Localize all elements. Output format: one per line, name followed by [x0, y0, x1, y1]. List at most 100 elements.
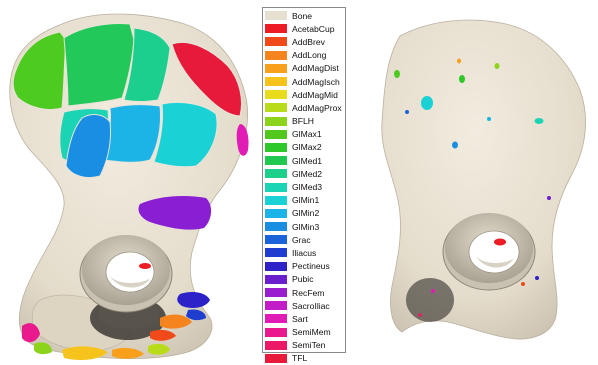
- legend-item: GlMed3: [265, 180, 343, 193]
- legend-swatch: [265, 143, 287, 152]
- legend-item: AddBrev: [265, 35, 343, 48]
- legend-label: TFL: [292, 353, 307, 363]
- legend-label: Sart: [292, 314, 308, 324]
- legend-swatch: [265, 37, 287, 46]
- legend-item: BFLH: [265, 115, 343, 128]
- legend-swatch: [265, 117, 287, 126]
- legend-swatch: [265, 328, 287, 337]
- legend-item: GlMed2: [265, 167, 343, 180]
- legend-label: Bone: [292, 11, 312, 21]
- legend-item: GlMin2: [265, 207, 343, 220]
- legend-item: AddMagIsch: [265, 75, 343, 88]
- legend-swatch: [265, 275, 287, 284]
- legend-swatch: [265, 183, 287, 192]
- legend-swatch: [265, 314, 287, 323]
- legend-swatch: [265, 354, 287, 363]
- legend-label: Pubic: [292, 274, 314, 284]
- legend-item: Grac: [265, 233, 343, 246]
- legend-item: SemiTen: [265, 339, 343, 352]
- spot-addmagdist: [457, 59, 461, 64]
- legend-swatch: [265, 77, 287, 86]
- left-acetabular-cup: [80, 235, 172, 312]
- left-pelvis-view: [10, 14, 249, 360]
- legend-item: AcetabCup: [265, 22, 343, 35]
- legend-swatch: [265, 51, 287, 60]
- legend-label: GlMin1: [292, 195, 319, 205]
- legend-item: Pectineus: [265, 260, 343, 273]
- patch-pectineus: [177, 292, 210, 308]
- legend-label: RecFem: [292, 288, 324, 298]
- legend-label: AddBrev: [292, 37, 325, 47]
- right-acetabular-cup: [443, 213, 535, 290]
- legend-swatch: [265, 301, 287, 310]
- legend-item: GlMax2: [265, 141, 343, 154]
- legend-label: BFLH: [292, 116, 314, 126]
- legend-swatch: [265, 169, 287, 178]
- legend-item: AddLong: [265, 49, 343, 62]
- legend-item: Iliacus: [265, 246, 343, 259]
- right-obturator-foramen: [406, 278, 454, 322]
- patch-glmin2: [104, 105, 161, 163]
- legend-item: SacroIliac: [265, 299, 343, 312]
- legend-swatch: [265, 248, 287, 257]
- spot-glmin1: [421, 96, 433, 110]
- legend-item: AddMagDist: [265, 62, 343, 75]
- muscle-legend: BoneAcetabCupAddBrevAddLongAddMagDistAdd…: [262, 7, 346, 353]
- legend-item: TFL: [265, 352, 343, 365]
- legend-label: GlMax1: [292, 129, 322, 139]
- legend-swatch: [265, 130, 287, 139]
- legend-item: Pubic: [265, 273, 343, 286]
- legend-label: GlMin3: [292, 222, 319, 232]
- legend-label: SacroIliac: [292, 301, 330, 311]
- legend-label: GlMed3: [292, 182, 322, 192]
- spot-pubic: [547, 196, 551, 200]
- legend-swatch: [265, 235, 287, 244]
- legend-label: GlMed2: [292, 169, 322, 179]
- spot-glmax1: [394, 70, 400, 78]
- legend-item: GlMin1: [265, 194, 343, 207]
- legend-item: GlMax1: [265, 128, 343, 141]
- legend-swatch: [265, 262, 287, 271]
- legend-swatch: [265, 341, 287, 350]
- legend-item: SemiMem: [265, 326, 343, 339]
- legend-label: SemiTen: [292, 340, 325, 350]
- patch-glmed1: [64, 24, 134, 106]
- spot-semiten: [418, 313, 422, 317]
- spot-bflh: [495, 63, 500, 69]
- legend-swatch: [265, 288, 287, 297]
- legend-label: AddMagProx: [292, 103, 342, 113]
- legend-item: GlMed1: [265, 154, 343, 167]
- spot-pectineus: [535, 276, 539, 280]
- spot-grac: [405, 110, 409, 114]
- legend-item: GlMin3: [265, 220, 343, 233]
- legend-label: AddMagDist: [292, 63, 339, 73]
- legend-item: Bone: [265, 9, 343, 22]
- legend-item: RecFem: [265, 286, 343, 299]
- spot-addbrev: [521, 282, 525, 286]
- legend-label: SemiMem: [292, 327, 331, 337]
- legend-swatch: [265, 196, 287, 205]
- legend-label: GlMin2: [292, 208, 319, 218]
- spot-sart: [431, 289, 435, 293]
- legend-swatch: [265, 209, 287, 218]
- legend-label: AddLong: [292, 50, 326, 60]
- spot-glmin2: [487, 117, 491, 121]
- legend-label: GlMax2: [292, 142, 322, 152]
- legend-swatch: [265, 90, 287, 99]
- legend-label: AcetabCup: [292, 24, 335, 34]
- legend-swatch: [265, 11, 287, 20]
- spot-glmed3: [535, 118, 544, 124]
- legend-label: GlMed1: [292, 156, 322, 166]
- legend-item: Sart: [265, 312, 343, 325]
- legend-item: AddMagProx: [265, 101, 343, 114]
- spot-glmax2: [459, 75, 465, 83]
- legend-item: AddMagMid: [265, 88, 343, 101]
- legend-label: Iliacus: [292, 248, 316, 258]
- legend-swatch: [265, 103, 287, 112]
- legend-label: Pectineus: [292, 261, 330, 271]
- legend-swatch: [265, 156, 287, 165]
- patch-glmax1: [13, 32, 66, 110]
- legend-label: AddMagIsch: [292, 77, 340, 87]
- spot-glmin3: [452, 142, 458, 149]
- legend-swatch: [265, 222, 287, 231]
